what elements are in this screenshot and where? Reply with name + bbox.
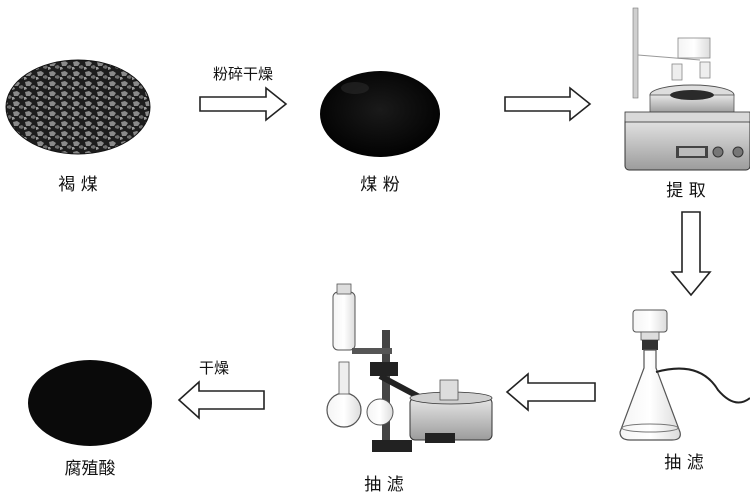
buchner-funnel-image [632, 309, 668, 333]
arrow-crush-dry: 粉碎干燥 [199, 65, 288, 122]
filter-flask-image [619, 349, 681, 441]
rotary-evaporator-image: 抽 滤 [326, 283, 493, 495]
suction-filtration-right-node: 抽 滤 [619, 309, 750, 473]
coal-powder-image [320, 71, 440, 157]
coal-powder-label: 煤 粉 [360, 175, 399, 195]
hollow-arrow-left-icon [505, 372, 596, 412]
arrow-dry-label: 干燥 [199, 359, 229, 377]
humic-acid-label: 腐殖酸 [65, 459, 116, 479]
humic-acid-node: 腐殖酸 [28, 360, 152, 479]
extraction-apparatus-image: 提 取 [624, 7, 750, 201]
hollow-arrow-right-icon [199, 86, 288, 122]
extraction-label: 提 取 [666, 181, 705, 201]
hollow-arrow-left-icon [177, 380, 265, 420]
arrow-dry: 干燥 [177, 359, 265, 420]
suction-filtration-center-label: 抽 滤 [364, 475, 403, 495]
suction-filtration-right-label: 抽 滤 [664, 453, 703, 473]
coal-powder-node: 煤 粉 [320, 71, 440, 195]
humic-acid-image [28, 360, 152, 446]
arrow-crush-dry-label: 粉碎干燥 [213, 65, 273, 83]
lignite-label: 褐 煤 [58, 175, 97, 195]
lignite-image [5, 59, 151, 155]
hollow-arrow-down-icon [670, 211, 712, 297]
lignite-node: 褐 煤 [5, 59, 151, 195]
hollow-arrow-right-icon [504, 86, 592, 122]
